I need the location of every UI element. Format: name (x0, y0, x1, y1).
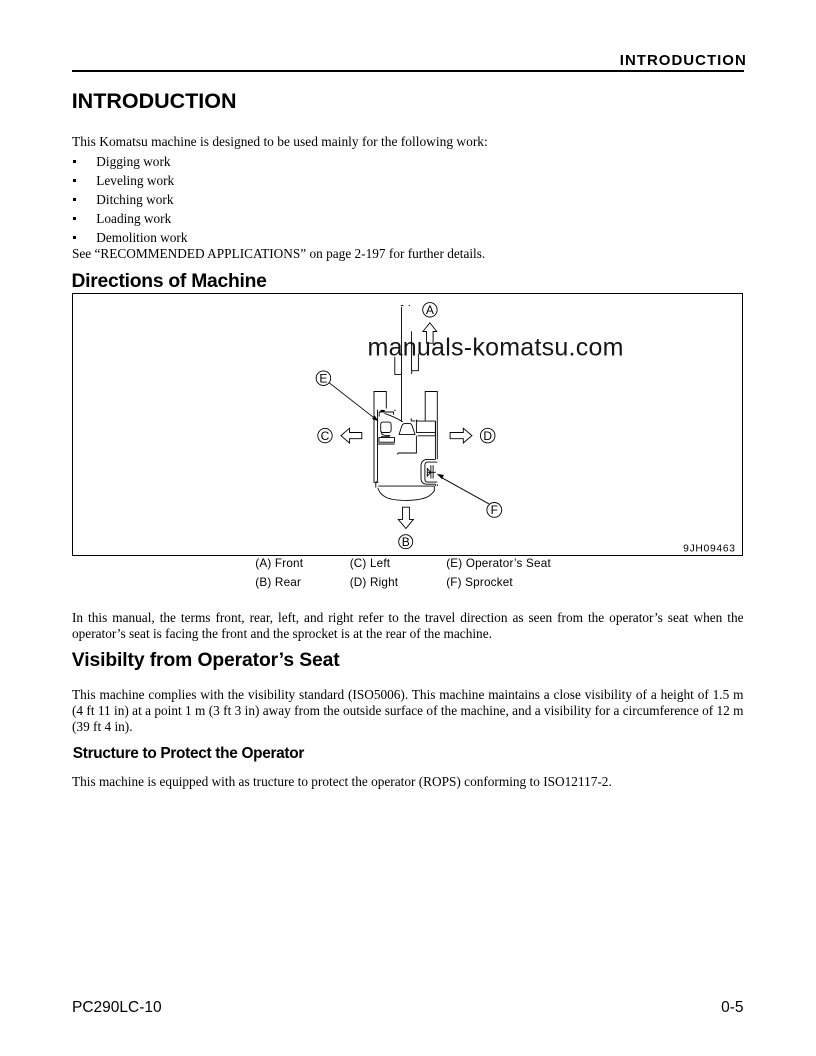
svg-text:C: C (321, 429, 330, 443)
svg-text:A: A (426, 303, 434, 317)
svg-text:E: E (319, 371, 327, 385)
svg-text:F: F (491, 503, 498, 517)
svg-text:D: D (483, 429, 492, 443)
svg-text:B: B (402, 535, 410, 549)
svg-text:9JH09463: 9JH09463 (683, 544, 736, 555)
svg-text:manuals-komatsu.com: manuals-komatsu.com (368, 333, 624, 361)
